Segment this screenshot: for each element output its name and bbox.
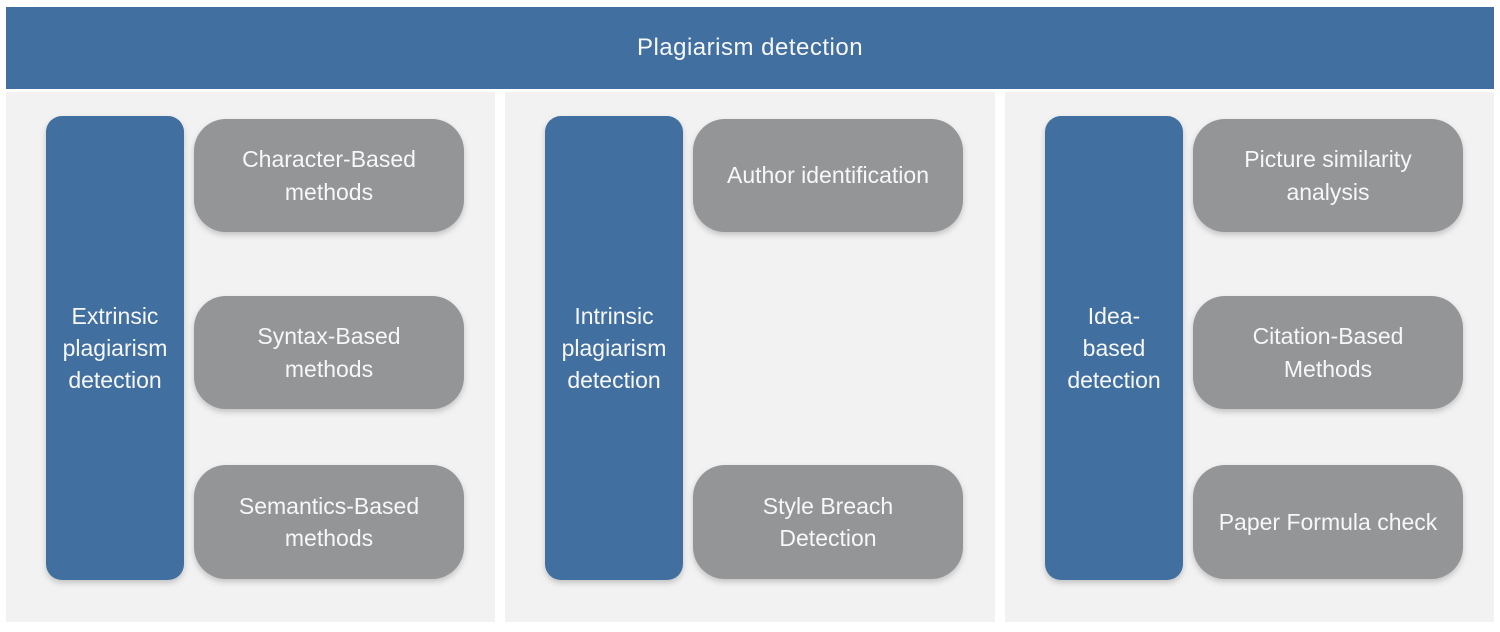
- diagram-title: Plagiarism detection: [636, 34, 864, 61]
- category-label-extrinsic: Extrinsic plagiarism detection: [62, 302, 168, 394]
- method-label-semantics-based: Semantics-Based methods: [238, 492, 420, 551]
- method-label-author-identification: Author identification: [726, 162, 929, 189]
- category-box-idea-based: Idea- based detection: [1045, 116, 1183, 580]
- method-label-syntax-based: Syntax-Based methods: [257, 323, 401, 382]
- method-box-character-based: Character-Based methods: [194, 119, 464, 232]
- method-label-citation-based: Citation-Based Methods: [1252, 323, 1404, 382]
- panel-idea-based: Idea- based detection Picture similarity…: [1005, 92, 1494, 622]
- diagram-title-bar: Plagiarism detection: [6, 7, 1494, 89]
- method-box-picture-similarity: Picture similarity analysis: [1193, 119, 1463, 232]
- method-label-style-breach: Style Breach Detection: [762, 492, 894, 551]
- method-box-style-breach: Style Breach Detection: [693, 465, 963, 579]
- method-box-citation-based: Citation-Based Methods: [1193, 296, 1463, 409]
- category-box-intrinsic: Intrinsic plagiarism detection: [545, 116, 683, 580]
- method-label-paper-formula-check: Paper Formula check: [1218, 508, 1438, 535]
- category-label-intrinsic: Intrinsic plagiarism detection: [561, 302, 667, 394]
- method-box-author-identification: Author identification: [693, 119, 963, 232]
- method-label-picture-similarity: Picture similarity analysis: [1244, 146, 1412, 205]
- method-box-semantics-based: Semantics-Based methods: [194, 465, 464, 579]
- method-label-character-based: Character-Based methods: [242, 146, 416, 205]
- category-label-idea-based: Idea- based detection: [1067, 302, 1161, 394]
- panel-intrinsic: Intrinsic plagiarism detection Author id…: [505, 92, 995, 622]
- method-box-syntax-based: Syntax-Based methods: [194, 296, 464, 409]
- category-box-extrinsic: Extrinsic plagiarism detection: [46, 116, 184, 580]
- panel-extrinsic: Extrinsic plagiarism detection Character…: [6, 92, 495, 622]
- method-box-paper-formula-check: Paper Formula check: [1193, 465, 1463, 579]
